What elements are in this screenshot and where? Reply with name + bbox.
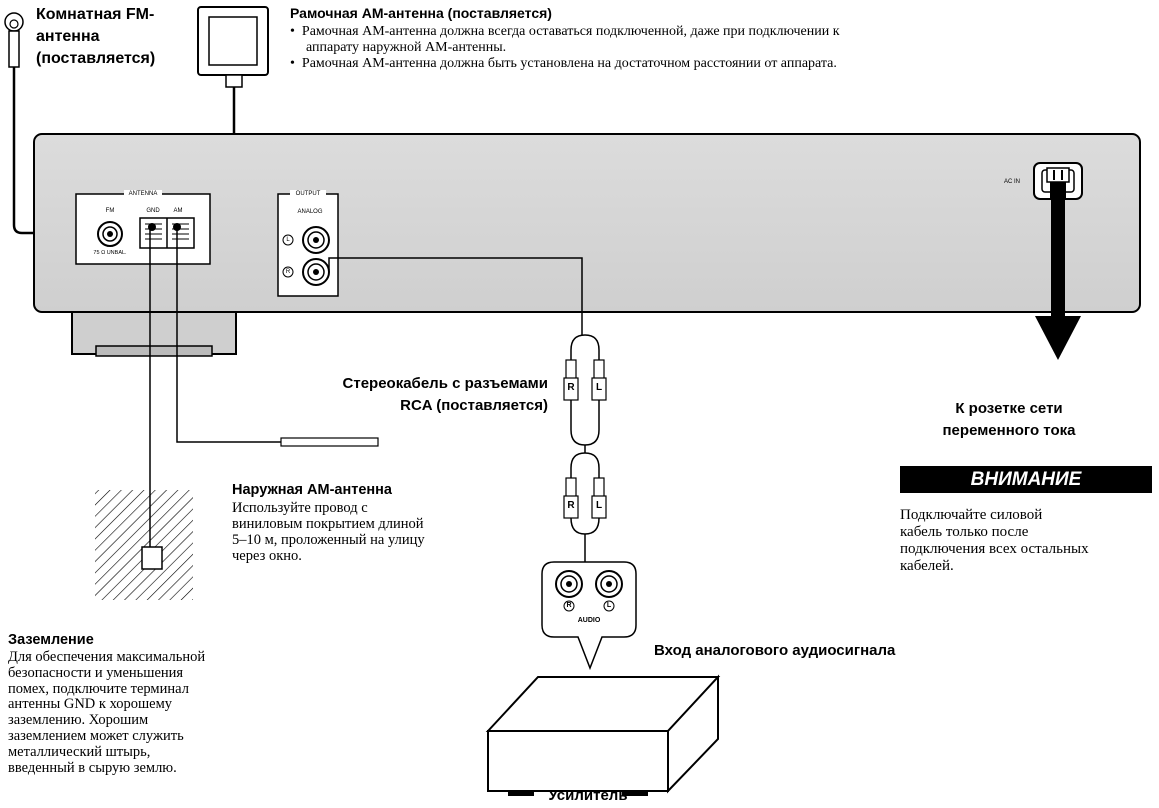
rca-plug-l-label: L <box>595 500 603 511</box>
rca-plug-r-label: R <box>567 382 575 393</box>
antenna-label: ANTENNA <box>128 191 158 197</box>
warning-line: кабелей. <box>900 558 954 574</box>
warning-title: ВНИМАНИЕ <box>900 466 1152 493</box>
amp-l-label: L <box>606 602 612 609</box>
audio-label: AUDIO <box>577 617 601 624</box>
ground-line: металлический штырь, <box>8 743 151 760</box>
rca-cable-label-line: RCA (поставляется) <box>400 397 548 414</box>
rca-cable-label: Стереокабель с разъемами RCA (поставляет… <box>214 373 548 417</box>
outdoor-am-wire <box>176 227 379 447</box>
am-loop-title: Рамочная AM-антенна (поставляется) <box>290 5 552 21</box>
am-loop-bullet: • Рамочная AM-антенна должна всегда оста… <box>290 24 840 55</box>
fm-antenna-label-line: антенна <box>36 28 100 45</box>
am-loop-antenna-icon <box>178 6 269 232</box>
ground-line: безопасности и уменьшения <box>8 664 184 681</box>
power-outlet-label-line: переменного тока <box>942 422 1076 439</box>
antenna-terminal-block <box>75 190 211 265</box>
warning-line: подключения всех остальных <box>900 541 1089 557</box>
am-loop-text: Рамочная AM-антенна (поставляется) • Рам… <box>290 4 1150 72</box>
power-outlet-label-line: К розетке сети <box>955 400 1063 417</box>
fm-antenna-label: Комнатная FM- антенна (поставляется) <box>36 4 155 70</box>
ground-line: Для обеспечения максимальной <box>8 649 206 665</box>
fm-antenna-icon <box>4 12 106 235</box>
ground-line: введенный в сырую землю. <box>8 759 177 776</box>
output-r-label: R <box>285 269 291 275</box>
outdoor-am-title: Наружная AM-антенна <box>232 482 392 498</box>
ac-inlet <box>1033 162 1083 200</box>
ground-line: заземлением может служить <box>8 727 184 744</box>
amplifier-icon <box>485 674 721 796</box>
warning-line: кабель только после <box>900 524 1029 540</box>
gnd-label: GND <box>146 208 160 214</box>
ac-in-label: AC IN <box>1004 179 1021 185</box>
outdoor-am-line: виниловым покрытием длиной <box>232 516 424 532</box>
rca-cable <box>328 257 607 562</box>
fm-impedance-label: 75 Ω UNBAL. <box>93 250 127 256</box>
outdoor-am-line: через окно. <box>232 548 302 564</box>
output-label: OUTPUT <box>295 191 321 197</box>
amp-r-label: R <box>566 602 572 609</box>
outdoor-am-text: Наружная AM-антенна Используйте провод с… <box>232 481 472 564</box>
fm-antenna-label-line: (поставляется) <box>36 50 156 67</box>
outdoor-am-line: Используйте провод с <box>232 500 368 516</box>
amplifier-input-callout <box>541 561 637 671</box>
ground-line: помех, подключите терминал <box>8 680 189 697</box>
am-loop-bullet: • Рамочная AM-антенна должна быть устано… <box>290 56 837 71</box>
amplifier-label: Усилитель <box>548 787 628 804</box>
rca-cable-label-line: Стереокабель с разъемами <box>342 375 548 392</box>
rca-plug-l-label: L <box>595 382 603 393</box>
power-arrow-icon <box>1035 198 1081 360</box>
analog-input-label: Вход аналогового аудиосигнала <box>654 642 896 659</box>
ground-title: Заземление <box>8 632 94 648</box>
ground-text: Заземление Для обеспечения максимальной … <box>8 631 308 776</box>
warning-text: Подключайте силовой кабель только после … <box>900 507 1089 575</box>
am-label: AM <box>173 208 183 214</box>
ground-line: антенны GND к хорошему <box>8 696 173 713</box>
analog-label: ANALOG <box>297 209 323 215</box>
power-outlet-label: К розетке сети переменного тока <box>934 398 1084 442</box>
output-l-label: L <box>286 237 290 243</box>
warning-line: Подключайте силовой <box>900 507 1043 523</box>
rca-plug-r-label: R <box>567 500 575 511</box>
ground-line: заземлению. Хорошим <box>8 712 149 729</box>
fm-antenna-label-line: Комнатная FM- <box>36 6 155 23</box>
outdoor-am-line: 5–10 м, проложенный на улицу <box>232 532 425 548</box>
output-terminal-block <box>277 190 339 297</box>
ground-wire <box>95 227 193 600</box>
fm-label: FM <box>105 208 115 214</box>
